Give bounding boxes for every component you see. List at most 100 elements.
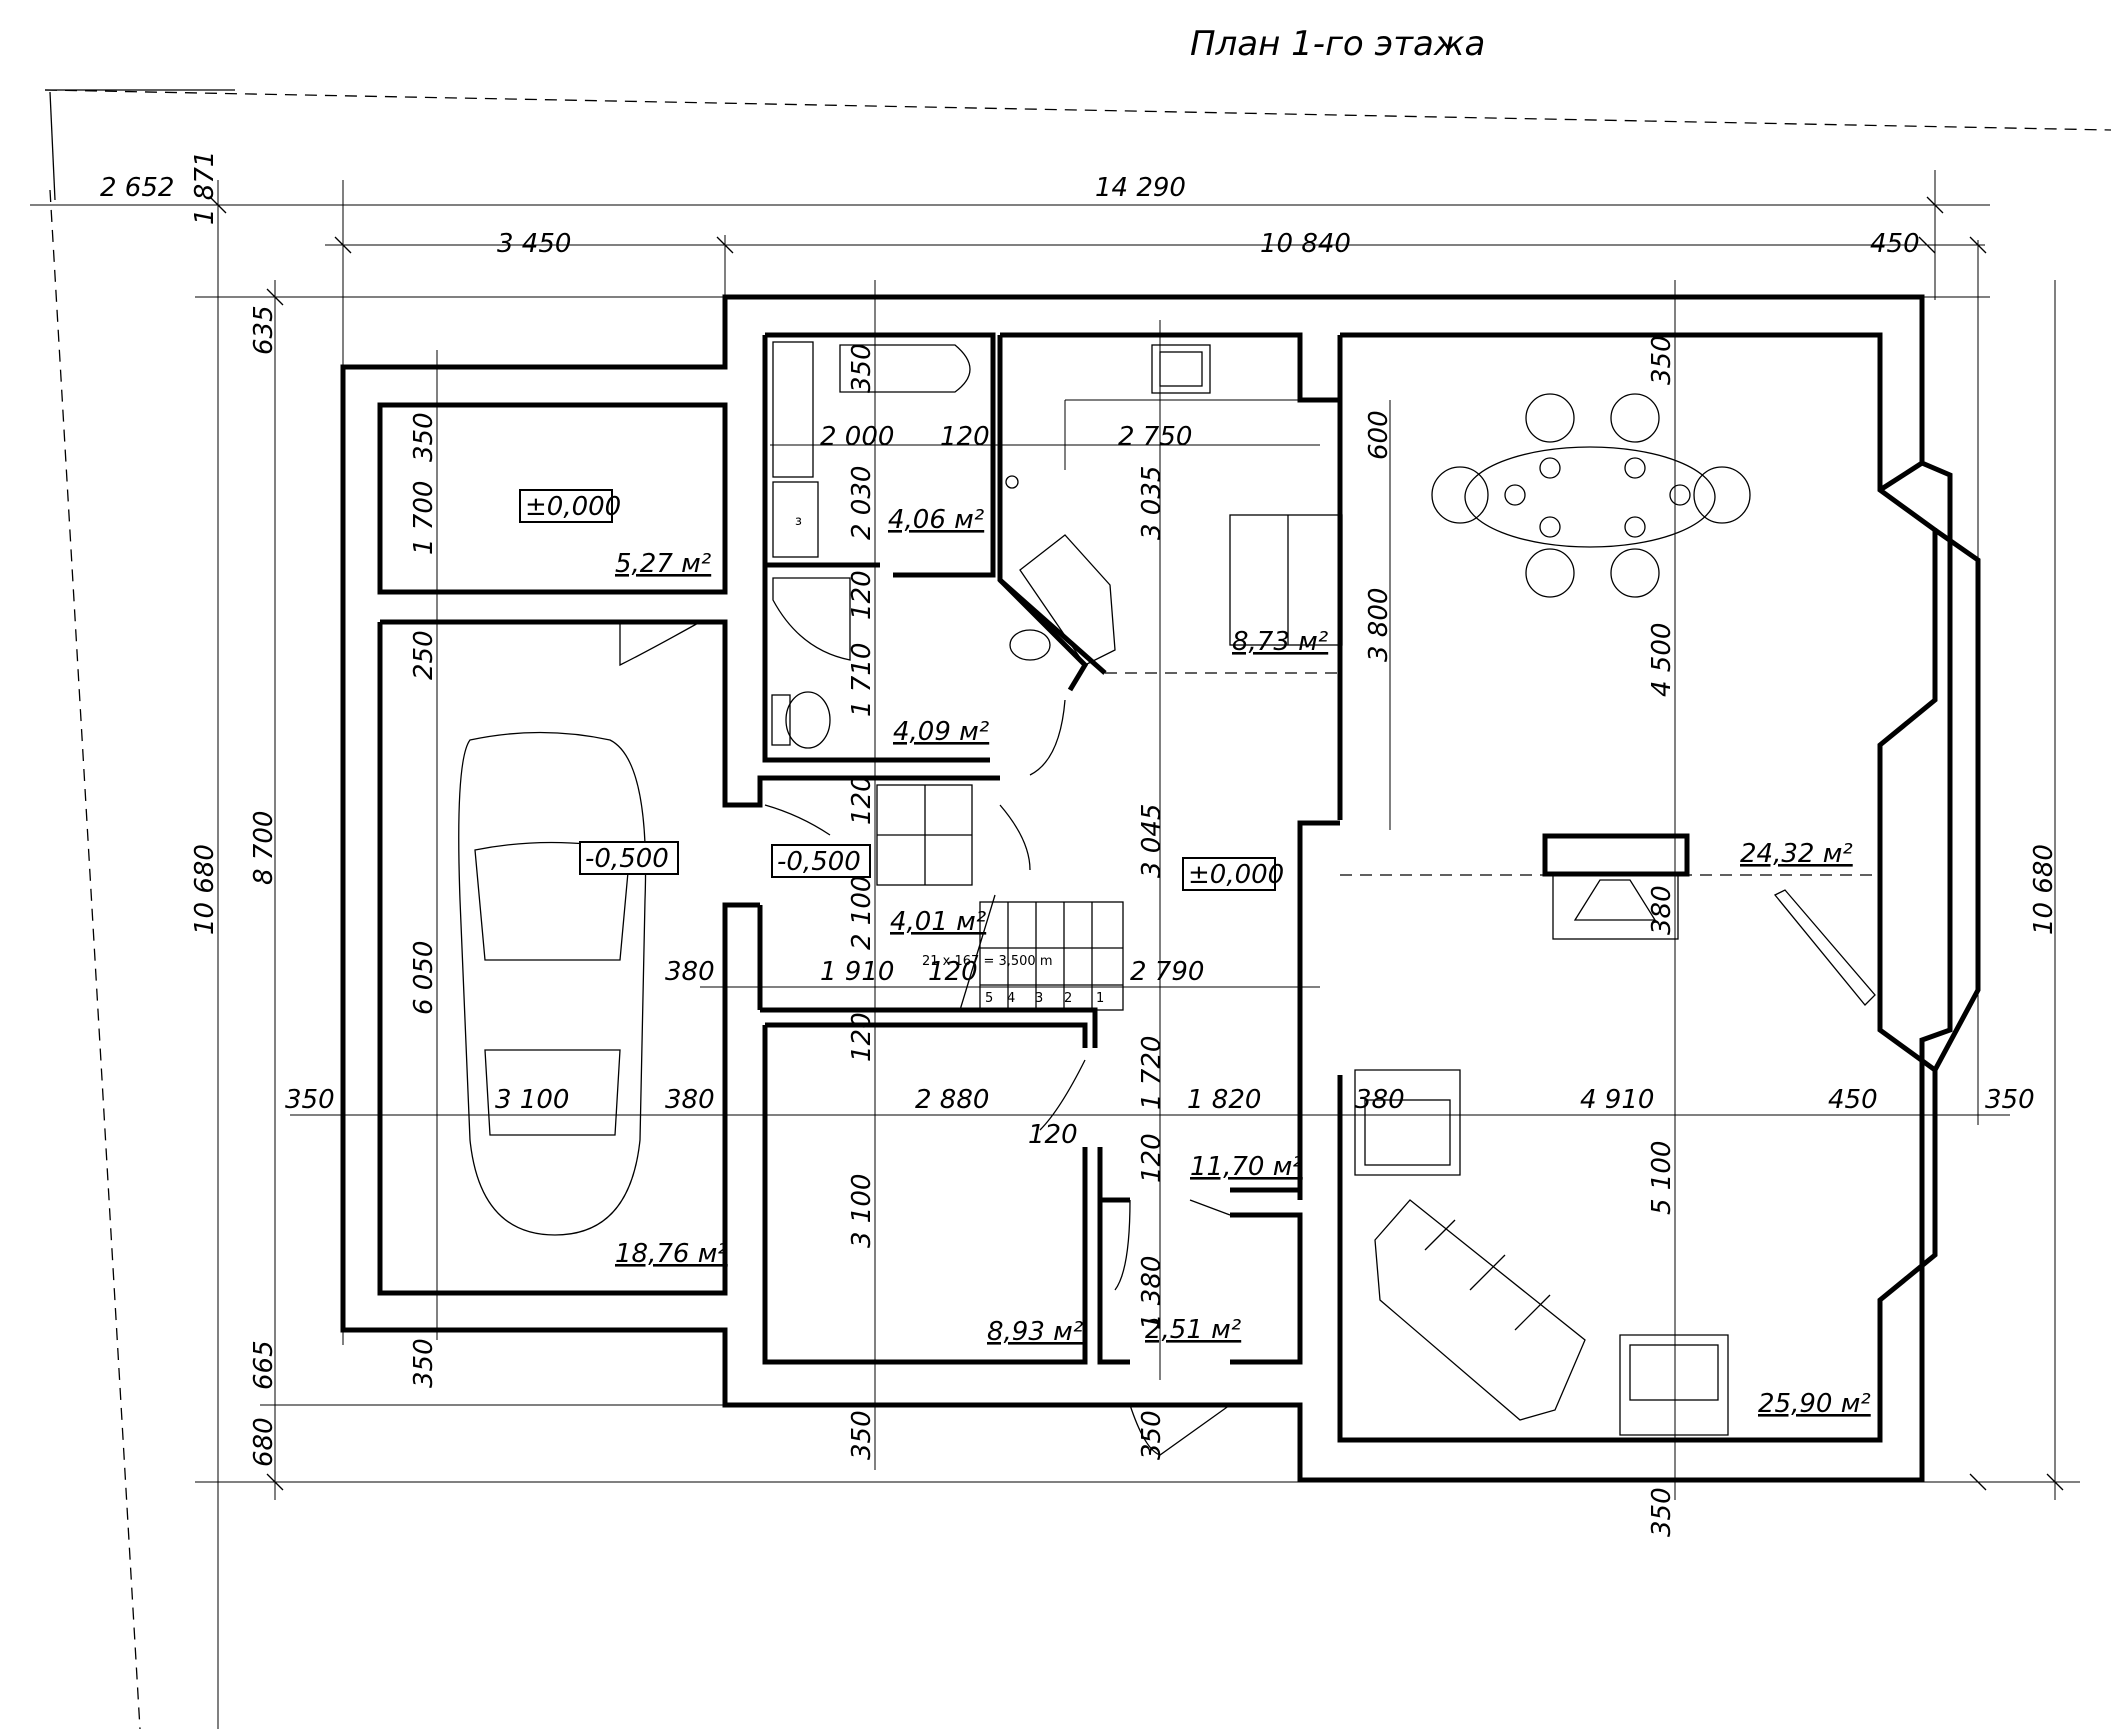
dim-room-height: 3 100 [847,1174,877,1248]
dim-storage-wall: 350 [409,412,439,462]
interior-walls [377,332,1340,1365]
dim-right-total-height: 10 680 [2029,844,2059,935]
dim-storage-height: 1 700 [409,481,439,555]
dim-top-step: 635 [249,305,279,355]
dimension-ticks [209,196,2064,1491]
dim-corridor-depth: 3 045 [1137,804,1167,878]
plan-title: План 1-го этажа [1190,24,1485,64]
stair-step-5: 5 [985,991,993,1006]
area-hall: 11,70 м² [1190,1152,1303,1182]
car [458,731,647,1236]
dim-site-offset-x: 2 652 [100,173,174,203]
dimension-texts-horizontal: 2 652 14 290 3 450 10 840 450 2 000 120 … [100,173,2035,1150]
dim-stair-partition: 120 [928,957,978,987]
area-vestibule: 2,51 м² [1145,1315,1241,1345]
dim-bath-top: 350 [847,343,877,393]
dim-room-wall: 120 [847,1012,877,1062]
level-markers: ±0,000 -0,500 -0,500 ±0,000 [519,489,1284,891]
dimension-lines [30,170,2080,1729]
dim-vestibule-width: 1 820 [1187,1085,1261,1115]
dim-stair-height: 2 100 [847,876,877,950]
area-bathroom: 4,06 м² [888,505,984,535]
dim-entry-wall: 350 [847,1410,877,1460]
dim-vestibule-height: 1 380 [1137,1256,1167,1330]
dim-garage-right-wall: 380 [665,1085,715,1115]
stair-step-3: 3 [1035,991,1043,1006]
level-box-garage [579,841,679,875]
dim-bottom-step-a: 665 [249,1340,279,1390]
dim-bath-height: 2 030 [847,466,877,540]
stair-note: 21 x 167 = 3,500 m [922,954,1052,969]
dim-room-partition: 120 [1028,1120,1078,1150]
dim-living-bottom: 5 100 [1647,1141,1677,1215]
dim-left-wall: 350 [285,1085,335,1115]
dashed-lines [1105,400,1880,876]
dim-bottom-wall: 350 [1137,1410,1167,1460]
level-hall: ±0,000 [1188,860,1284,890]
dim-bottom-step-b: 680 [249,1417,279,1467]
dim-bottom-right-wall: 350 [1647,1487,1677,1537]
dim-living-height: 4 500 [1647,623,1677,697]
dimension-texts-vertical: 1 871 10 680 8 700 635 665 680 350 1 700… [190,151,2059,1537]
dim-right-wall: 350 [1985,1085,2035,1115]
door-swings [619,621,1231,1456]
dim-hall-run: 2 790 [1130,957,1204,987]
area-wc: 4,09 м² [893,717,989,747]
area-bedroom: 8,93 м² [987,1317,1083,1347]
dim-stair-wall: 120 [847,775,877,825]
dim-main-width: 10 840 [1260,229,1351,259]
area-garage: 18,76 м² [615,1239,728,1269]
dim-living-width: 4 910 [1580,1085,1654,1115]
dim-garage-depth: 6 050 [409,941,439,1015]
staircase: 5 4 3 2 1 21 x 167 = 3,500 m [876,784,1124,1011]
area-stairs: 4,01 м² [890,907,986,937]
dim-mid-wall: 380 [665,957,715,987]
kitchen-counter [1229,514,1343,646]
dim-living-wall: 380 [1355,1085,1405,1115]
dim-garage-width: 3 100 [495,1085,569,1115]
level-storage: ±0,000 [525,492,621,522]
exterior-walls [340,294,1981,1483]
level-box-storage [519,489,613,523]
dim-wc-partition: 120 [847,570,877,620]
dim-left-wing-width: 3 450 [497,229,571,259]
stair-step-2: 2 [1064,991,1072,1006]
dim-fireplace: 380 [1647,885,1677,935]
dining-table [1431,393,1751,598]
dim-garage-wall-top: 250 [409,630,439,680]
area-living-top: 24,32 м² [1740,839,1853,869]
fireplace [1542,833,1690,940]
level-garage: -0,500 [585,844,669,874]
bath-fixtures: з [771,341,1211,749]
dim-vestibule-part: 120 [1137,1133,1167,1183]
dim-site-offset-y: 1 871 [190,151,220,225]
dim-right-offset: 450 [1870,229,1920,259]
dim-living-top-wall: 350 [1647,335,1677,385]
dim-hall-height: 3 035 [1137,466,1167,540]
dim-wc-height: 1 710 [847,643,877,717]
room-areas: 5,27 м² 4,06 м² 4,09 м² 8,73 м² 24,32 м²… [615,505,1871,1419]
dim-kitchen-height: 3 800 [1364,588,1394,662]
dim-bath-width: 2 000 [820,422,894,452]
dim-bay-offset: 450 [1828,1085,1878,1115]
site-boundary [44,89,2111,1729]
dim-top-offset: 600 [1364,410,1394,460]
area-storage: 5,27 м² [615,549,711,579]
dim-partition-a: 120 [940,422,990,452]
level-lobby: -0,500 [777,847,861,877]
dim-total-width: 14 290 [1095,173,1186,203]
dim-garage-height: 8 700 [249,811,279,885]
area-living: 25,90 м² [1758,1389,1871,1419]
stair-step-4: 4 [1007,991,1015,1006]
living-furniture [1354,889,1876,1436]
level-box-hall [1182,857,1276,891]
level-box-lobby [771,844,871,878]
area-kitchen: 8,73 м² [1232,627,1328,657]
stair-step-1: 1 [1096,991,1104,1006]
bath-fixture-label: з [795,514,802,529]
dim-hall-width: 2 750 [1118,422,1192,452]
dim-left-total-height: 10 680 [190,844,220,935]
dim-garage-wall-bottom: 350 [409,1338,439,1388]
dim-stair-run: 1 910 [820,957,894,987]
